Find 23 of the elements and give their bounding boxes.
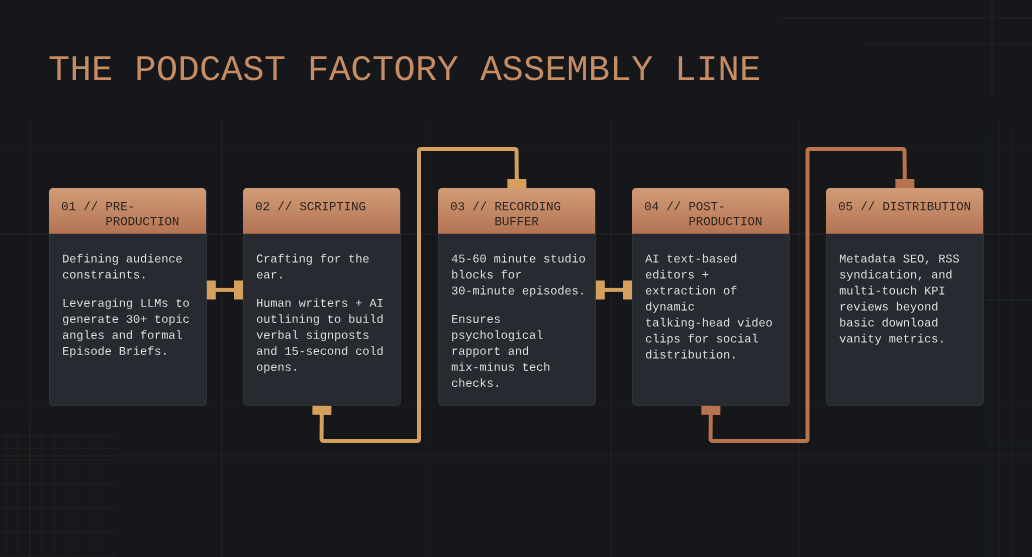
step-card	[438, 188, 596, 406]
connector	[595, 280, 632, 300]
card-header: 01 // PRE-PRODUCTION	[61, 201, 179, 226]
card-text: 45-60 minute studio blocks for 30-minute episodes.	[451, 253, 585, 297]
card-text: Crafting for the ear.	[256, 253, 369, 279]
step-card	[826, 188, 984, 406]
card-text: Human writers + AI outlining to build verbal signposts and 15-second cold opens.	[256, 298, 383, 374]
card-text: Leveraging LLMs to generate 30+ topic angles and formal Episode Briefs.	[62, 298, 189, 358]
card-text: Defining audience constraints.	[62, 253, 182, 279]
connector	[312, 147, 527, 443]
card-header: 02 // SCRIPTING	[255, 201, 366, 211]
step-card	[243, 188, 401, 406]
card-text: Ensures psychological rapport and mix-minus tech checks.	[451, 315, 550, 387]
step-card	[49, 188, 207, 406]
card-text: AI text-based editors + extraction of dynamic talking-head video clips for social distribution.	[645, 253, 772, 359]
card-header: 03 // RECORDING BUFFER	[450, 201, 561, 226]
card-text: Metadata SEO, RSS syndication, and multi-touch KPI reviews beyond basic download vanity metrics.	[839, 253, 959, 345]
step-card	[632, 188, 790, 406]
card-header: 05 // DISTRIBUTION	[838, 201, 971, 211]
card-header: 04 // POST-PRODUCTION	[644, 201, 762, 226]
connector	[206, 280, 243, 300]
connector	[701, 147, 915, 443]
title: THE PODCAST FACTORY ASSEMBLY LINE	[49, 55, 760, 81]
